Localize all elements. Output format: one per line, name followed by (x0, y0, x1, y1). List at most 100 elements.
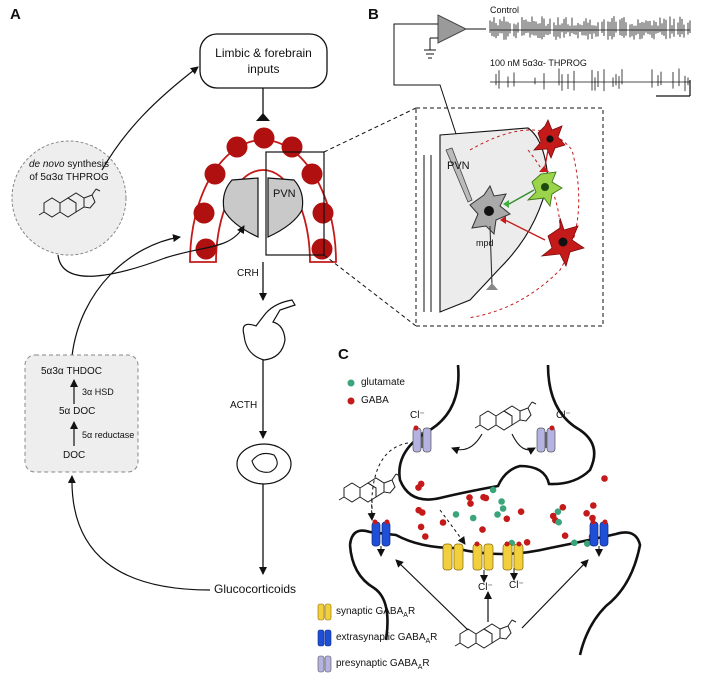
neuron-dot (195, 238, 217, 260)
steroid-to-extrasyn-right-arrow (521, 559, 589, 629)
dashed-to-synaptic-arrow (439, 509, 466, 545)
treatment-label: 100 nM 5α3α- THPROG (490, 58, 587, 68)
legend-extrasynaptic-text: extrasynaptic GABA (336, 632, 426, 643)
synthesis-circle (11, 140, 127, 256)
pituitary-shape (242, 299, 296, 361)
legend-extrasynaptic-sub: A (425, 638, 431, 645)
gaba-molecule (601, 475, 608, 482)
presynaptic-receptor-left (412, 425, 432, 453)
synaptic-receptor-3 (502, 541, 524, 571)
red-neuron-bottom-nucleus (558, 237, 568, 247)
hsd-label: 3α HSD (82, 387, 114, 397)
patch-pipette (445, 147, 473, 203)
legend-gaba-label: GABA (361, 395, 389, 406)
legend-gaba-dot (347, 397, 355, 405)
synthesis-label: de novo synthesis of 5α3α THPROG (14, 158, 124, 184)
panel-a-letter: A (10, 6, 21, 23)
pvn-right-lobe (267, 177, 304, 238)
panel-b-letter: B (368, 6, 379, 23)
control-trace (489, 16, 691, 40)
postsynaptic-left-wall (348, 544, 389, 641)
green-terminal (503, 200, 509, 208)
legend-presynaptic-sub: A (417, 664, 423, 671)
red-neuron-top-nucleus (546, 135, 554, 143)
neuron-dot (312, 202, 334, 224)
limbic-input-arrow (101, 66, 199, 171)
gaba-molecule (467, 500, 474, 507)
neuron-dot (281, 136, 303, 158)
neuron-dot (301, 163, 323, 185)
legend-presynaptic-label: presynaptic GABAAR (336, 658, 430, 671)
gaba-molecule (417, 523, 425, 531)
gaba-molecule (439, 519, 447, 526)
gaba-molecule (479, 526, 486, 533)
legend-extrasynaptic-r: R (430, 632, 438, 643)
glucocorticoids-label: Glucocorticoids (214, 582, 297, 596)
legend-synaptic-r: R (407, 606, 416, 617)
recorded-neuron-nucleus (484, 206, 494, 216)
inhibition-triangle (256, 113, 270, 121)
gaba-molecule (419, 509, 426, 516)
amp-input-wire (393, 23, 460, 144)
steroid-to-presynaptic-left-arrow (451, 433, 483, 455)
red-bottom-axon (504, 219, 546, 241)
postsynaptic-membrane (348, 529, 642, 656)
reductase-label: 5α reductase (82, 430, 135, 440)
legend-synaptic-sub: A (403, 612, 408, 619)
ground-icon (424, 37, 438, 59)
control-label: Control (490, 5, 520, 15)
legend-presynaptic-r: R (422, 658, 430, 669)
glutamate-molecule (469, 514, 477, 522)
amplifier-icon (437, 14, 468, 44)
legend-glutamate-dot (347, 379, 355, 387)
synthesis-rest-text: synthesis (64, 159, 110, 170)
legend-extrasynaptic-label: extrasynaptic GABAAR (336, 632, 437, 645)
red-neuron-dots (193, 127, 334, 260)
neurosteroid-presynaptic (474, 401, 537, 431)
gaba-molecule (561, 532, 569, 539)
gaba-molecule (559, 504, 567, 511)
green-neuron-nucleus (541, 183, 549, 191)
chloride-label-presyn-right: Cl⁻ (556, 410, 571, 421)
neurosteroid-bottom (454, 619, 517, 649)
panel-b-frame (415, 107, 604, 327)
doc-label: DOC (63, 450, 86, 461)
gaba-molecule (466, 494, 473, 501)
dashed-presyn-to-extrasyn-arrow (367, 442, 409, 521)
legend-synaptic-text: synaptic GABA (336, 606, 404, 617)
adrenal-inner (251, 452, 278, 473)
steroid-to-extrasyn-left-arrow (395, 559, 469, 631)
steroid-to-presynaptic-right-arrow (511, 433, 536, 455)
gaba-molecule (503, 515, 511, 523)
glutamate-molecule (494, 511, 501, 518)
gaba-molecule (480, 493, 487, 501)
feedback-thdoc-to-hypothalamus (71, 234, 181, 357)
gaba-molecule (422, 533, 429, 540)
legend-glutamate-label: glutamate (361, 377, 405, 388)
neuron-dot (226, 136, 248, 158)
legend-extrasynaptic-icon (317, 629, 332, 647)
red-top-terminal (539, 166, 549, 172)
crh-label: CRH (237, 268, 259, 279)
dashed-red-boundary-a (467, 129, 580, 319)
legend-synaptic-label: synaptic GABAAR (336, 606, 415, 619)
pvn-label-b: PVN (447, 160, 470, 172)
legend-presynaptic-text: presynaptic GABA (336, 658, 418, 669)
neuron-dot (311, 238, 333, 260)
synthesis-to-pvn-arrow (57, 225, 245, 277)
mpd-label: mpd (476, 238, 494, 248)
chloride-label-syn-2: Cl⁻ (509, 580, 524, 591)
glutamate-molecule (571, 539, 578, 547)
legend-synaptic-icon (317, 603, 332, 621)
scale-bar (656, 80, 691, 97)
pvn-label-a: PVN (273, 188, 296, 200)
gaba-molecule (417, 480, 425, 488)
extrasynaptic-receptor-right (589, 519, 609, 547)
gaba-molecule (589, 514, 596, 522)
glutamate-molecule (489, 486, 497, 494)
acth-label: ACTH (230, 400, 258, 411)
neuron-dot (204, 163, 226, 185)
recorded-neuron-axon (489, 225, 493, 286)
gaba-molecule (523, 539, 531, 546)
